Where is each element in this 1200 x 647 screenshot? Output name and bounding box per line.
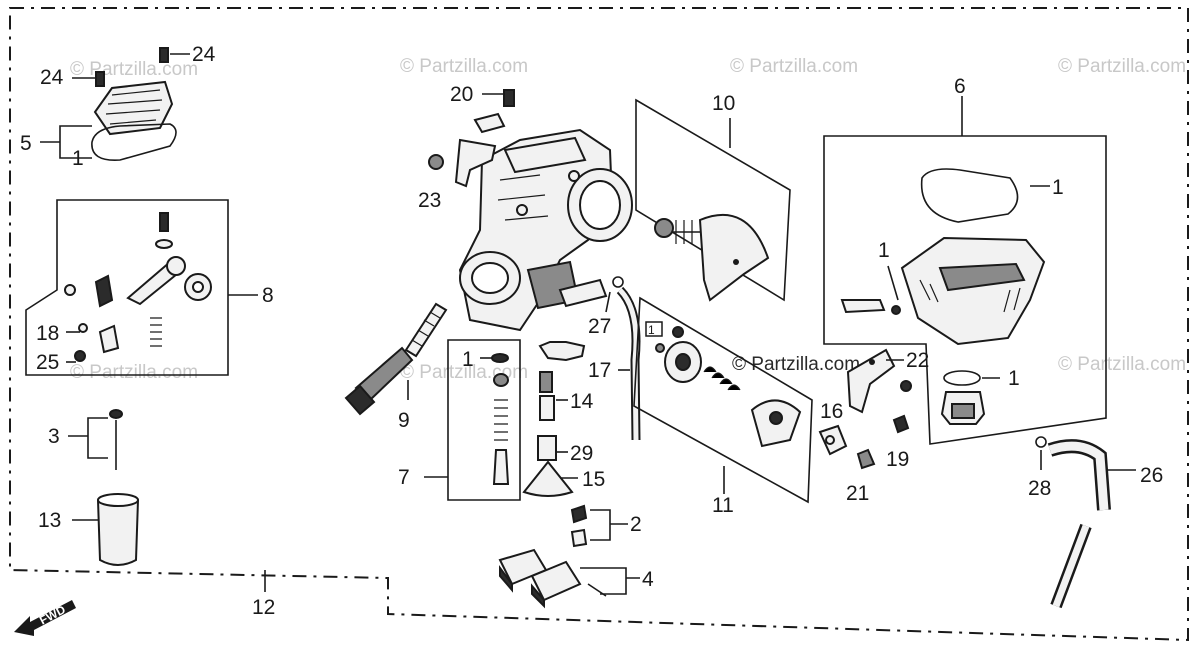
watermark-text: © Partzilla.com — [400, 56, 528, 77]
watermark-text: © Partzilla.com — [1058, 354, 1186, 375]
jet-set-box — [424, 339, 521, 501]
watermark-text: © Partzilla.com — [70, 362, 198, 383]
callout-18: 18 — [36, 322, 59, 345]
watermark-text: © Partzilla.com — [1058, 56, 1186, 77]
main-jet-stack — [522, 341, 586, 497]
callout-8: 8 — [262, 284, 274, 307]
drain-plug — [940, 370, 1000, 425]
callout-22: 22 — [906, 349, 929, 372]
callout-27: 27 — [588, 315, 611, 338]
callout-10: 10 — [712, 92, 735, 115]
callout-26: 26 — [1140, 464, 1163, 487]
callout-2: 2 — [630, 513, 642, 536]
watermark-text: © Partzilla.com — [70, 59, 198, 80]
throttle-screw — [344, 302, 448, 416]
watermarks: © Partzilla.com © Partzilla.com © Partzi… — [70, 56, 1186, 383]
watermark-text: © Partzilla.com — [730, 56, 858, 77]
callout-6: 6 — [954, 75, 966, 98]
screw-icon — [95, 71, 105, 87]
callout-21: 21 — [846, 482, 869, 505]
callout-1: 1 — [1052, 176, 1064, 199]
callout-13: 13 — [38, 509, 61, 532]
callout-11: 11 — [712, 494, 734, 517]
screw-icon — [159, 47, 169, 63]
callout-25: 25 — [36, 351, 59, 374]
pump-assembly-box: 1 — [633, 296, 813, 504]
callout-1: 1 — [72, 147, 84, 170]
callout-20: 20 — [450, 83, 473, 106]
choke-bracket — [818, 348, 912, 470]
drain-hose — [1035, 436, 1136, 609]
callout-5: 5 — [20, 132, 32, 155]
callout-14: 14 — [570, 390, 594, 413]
callout-24: 24 — [192, 43, 216, 66]
callout-17: 17 — [588, 359, 611, 382]
float-part — [498, 548, 640, 609]
watermark-text: © Partzilla.com — [732, 354, 860, 375]
vent-tube — [616, 286, 641, 441]
assembly-boundary — [9, 7, 1189, 642]
callout-9: 9 — [398, 409, 410, 432]
callout-1: 1 — [878, 239, 890, 262]
callout-29: 29 — [570, 442, 593, 465]
bottom-markers: FWD — [14, 570, 266, 636]
callout-19: 19 — [886, 448, 909, 471]
throttle-shaft-box — [635, 98, 791, 302]
needle-and-piston — [68, 409, 140, 566]
callout-4: 4 — [642, 568, 654, 591]
callout-1: 1 — [1008, 367, 1020, 390]
callout-7: 7 — [398, 466, 410, 489]
callout-16: 16 — [820, 400, 843, 423]
callout-12: 12 — [252, 596, 275, 619]
fwd-arrow-icon: FWD — [14, 600, 76, 636]
callout-1: 1 — [648, 323, 655, 337]
callout-24: 24 — [40, 66, 64, 89]
float-bowl-box — [823, 96, 1107, 445]
carburetor-body — [458, 128, 633, 332]
callout-15: 15 — [582, 468, 605, 491]
callout-28: 28 — [1028, 477, 1051, 500]
top-cover-part — [40, 47, 190, 161]
clip-part — [605, 276, 624, 313]
callout-3: 3 — [48, 425, 60, 448]
screw-set-2 — [570, 504, 628, 548]
callout-1: 1 — [462, 348, 474, 371]
lever-assembly-box — [25, 199, 258, 376]
callout-23: 23 — [418, 189, 441, 212]
bracket-parts — [428, 89, 515, 188]
